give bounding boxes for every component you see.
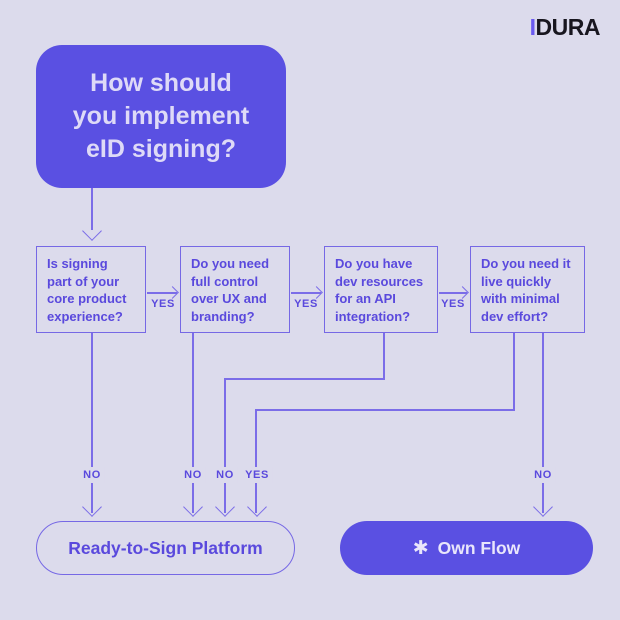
arrowhead-down-icon — [82, 497, 102, 517]
edge-label-no: NO — [80, 467, 104, 483]
edge-label-yes: YES — [441, 298, 465, 310]
outcome-label: Own Flow — [437, 537, 521, 558]
outcome-label: Ready-to-Sign Platform — [68, 537, 263, 558]
connector-q2-q3 — [291, 292, 321, 294]
edge-label-yes: YES — [151, 298, 175, 310]
connector-q1-q2 — [147, 292, 177, 294]
connector-q4-yes-horizontal — [255, 409, 515, 411]
question-line: core product — [47, 291, 127, 306]
outcome-ready-to-sign-platform: Ready-to-Sign Platform — [36, 521, 295, 575]
question-line: dev effort? — [481, 308, 549, 324]
connector-q3-no-horizontal — [224, 378, 385, 380]
title-line: How should — [90, 69, 232, 97]
title-line: you implement — [72, 102, 250, 130]
question-box-live-quickly: Do you need it live quickly with minimal… — [470, 246, 585, 333]
logo-wordmark: DURA — [535, 14, 601, 40]
edge-label-no: NO — [181, 467, 205, 483]
connector-q1-no — [91, 333, 93, 513]
question-line: Do you need it — [481, 256, 571, 271]
question-line: integration? — [335, 308, 411, 324]
connector-q3-no-drop — [383, 333, 385, 379]
logo-mark-icon: I — [529, 14, 536, 40]
arrowhead-down-icon — [247, 497, 267, 517]
edge-label-no: NO — [531, 467, 555, 483]
title-line: eID signing? — [86, 135, 236, 163]
title-card: How should you implement eID signing? — [36, 45, 286, 188]
question-line: branding? — [191, 308, 255, 324]
connector-q4-yes-drop — [513, 333, 515, 410]
question-line: part of your — [47, 273, 120, 289]
question-line: full control — [191, 273, 259, 289]
question-box-dev-resources: Do you have dev resources for an API int… — [324, 246, 438, 333]
arrowhead-down-icon — [183, 497, 203, 517]
connector-q2-no — [192, 333, 194, 513]
question-line: with minimal — [481, 291, 560, 306]
question-line: over UX and — [191, 291, 267, 306]
asterisk-star-icon: ✱ — [412, 537, 429, 559]
arrowhead-down-icon — [82, 221, 102, 241]
connector-q3-q4 — [439, 292, 467, 294]
edge-label-no: NO — [213, 467, 237, 483]
question-line: Do you need — [191, 256, 270, 271]
edge-label-yes: YES — [242, 467, 272, 483]
question-box-full-control: Do you need full control over UX and bra… — [180, 246, 290, 333]
edge-label-yes: YES — [294, 298, 318, 310]
connector-q3-no — [224, 378, 226, 513]
arrowhead-down-icon — [533, 497, 553, 517]
question-box-core-product: Is signing part of your core product exp… — [36, 246, 146, 333]
arrowhead-down-icon — [215, 497, 235, 517]
connector-q4-yes — [255, 409, 257, 513]
question-line: Is signing — [47, 256, 108, 271]
question-line: for an API — [335, 291, 396, 306]
outcome-own-flow: ✱ Own Flow — [340, 521, 593, 575]
question-line: live quickly — [481, 273, 552, 289]
question-line: Do you have — [335, 256, 413, 271]
question-line: experience? — [47, 308, 123, 324]
question-line: dev resources — [335, 273, 424, 289]
idura-logo: IDURA — [529, 14, 601, 41]
connector-q4-no — [542, 333, 544, 513]
connector-title-to-q1 — [91, 188, 93, 230]
